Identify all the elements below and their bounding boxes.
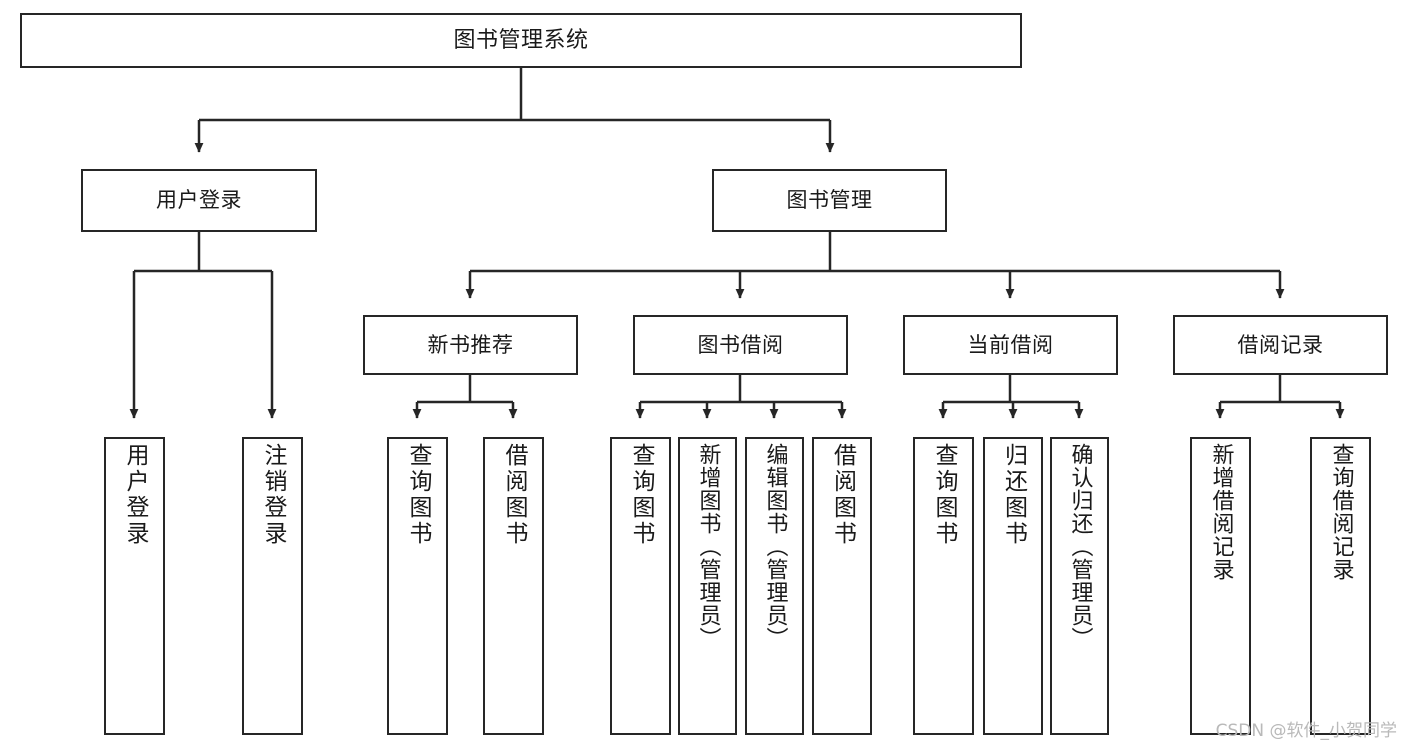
node-book-manage[interactable]: 图书管理 (712, 169, 947, 232)
node-leaf-add-book-admin-label: 新增图书（管理员） (695, 443, 721, 650)
node-leaf-user-login[interactable]: 用户登录 (104, 437, 165, 735)
node-leaf-edit-book-admin-label: 编辑图书（管理员） (762, 443, 788, 650)
node-root-label: 图书管理系统 (453, 27, 589, 53)
node-leaf-query-book-borrow[interactable]: 查询图书 (610, 437, 671, 735)
node-borrow-record-label: 借阅记录 (1237, 332, 1324, 357)
node-leaf-add-borrow-record-label: 新增借阅记录 (1208, 443, 1234, 581)
node-leaf-query-book-rec[interactable]: 查询图书 (387, 437, 448, 735)
node-leaf-query-book-rec-label: 查询图书 (405, 443, 431, 547)
node-current-borrow[interactable]: 当前借阅 (903, 315, 1118, 375)
node-user-login-label: 用户登录 (156, 188, 242, 213)
node-leaf-query-book-current-label: 查询图书 (931, 443, 957, 547)
node-leaf-edit-book-admin[interactable]: 编辑图书（管理员） (745, 437, 804, 735)
node-leaf-return-book-label: 归还图书 (1000, 443, 1027, 547)
node-user-login[interactable]: 用户登录 (81, 169, 317, 232)
node-new-book-recommend-label: 新书推荐 (427, 332, 514, 357)
csdn-watermark: CSDN @软件_小贺同学 (1215, 721, 1397, 741)
node-leaf-confirm-return-admin-label: 确认归还（管理员） (1067, 443, 1093, 650)
node-leaf-borrow-book-label: 借阅图书 (829, 443, 856, 547)
node-book-manage-label: 图书管理 (786, 188, 873, 213)
node-leaf-add-borrow-record[interactable]: 新增借阅记录 (1190, 437, 1251, 735)
node-leaf-confirm-return-admin[interactable]: 确认归还（管理员） (1050, 437, 1109, 735)
node-leaf-query-book-current[interactable]: 查询图书 (913, 437, 974, 735)
node-book-borrow[interactable]: 图书借阅 (633, 315, 848, 375)
node-current-borrow-label: 当前借阅 (967, 332, 1054, 357)
node-new-book-recommend[interactable]: 新书推荐 (363, 315, 578, 375)
node-leaf-borrow-book-rec-label: 借阅图书 (501, 443, 527, 547)
node-leaf-add-book-admin[interactable]: 新增图书（管理员） (678, 437, 737, 735)
node-leaf-borrow-book[interactable]: 借阅图书 (812, 437, 872, 735)
node-leaf-user-logout[interactable]: 注销登录 (242, 437, 303, 735)
node-book-borrow-label: 图书借阅 (697, 332, 784, 357)
node-leaf-query-borrow-record[interactable]: 查询借阅记录 (1310, 437, 1371, 735)
node-leaf-user-login-label: 用户登录 (122, 443, 148, 547)
node-borrow-record[interactable]: 借阅记录 (1173, 315, 1388, 375)
node-leaf-return-book[interactable]: 归还图书 (983, 437, 1043, 735)
node-leaf-borrow-book-rec[interactable]: 借阅图书 (483, 437, 544, 735)
node-root[interactable]: 图书管理系统 (20, 13, 1022, 68)
node-leaf-user-logout-label: 注销登录 (260, 443, 286, 547)
node-leaf-query-borrow-record-label: 查询借阅记录 (1328, 443, 1354, 581)
node-leaf-query-book-borrow-label: 查询图书 (628, 443, 654, 547)
